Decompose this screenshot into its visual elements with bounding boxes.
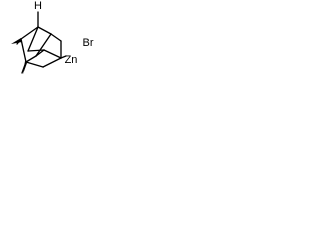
bond [43,49,62,59]
stereo-marks [11,38,27,74]
hydrogen-label: H [34,0,42,12]
bond [42,57,62,68]
bond [35,33,52,57]
bond [25,55,37,63]
bond [20,26,39,40]
atom-labels: H Br Zn [34,0,94,66]
zinc-label: Zn [65,54,78,66]
bond [60,55,67,59]
adamantyl-zinc-bromide-structure: H Br Zn [11,0,94,74]
bond-layer [16,11,67,74]
bond [25,61,44,68]
bond [35,49,45,57]
bond [37,26,52,35]
bond [20,38,27,63]
bond [50,33,62,42]
bond [27,26,39,52]
wedge-bond-bottom [23,61,27,74]
bromine-label: Br [83,37,94,49]
wedge-bond-left [11,38,22,44]
bond [27,49,45,52]
